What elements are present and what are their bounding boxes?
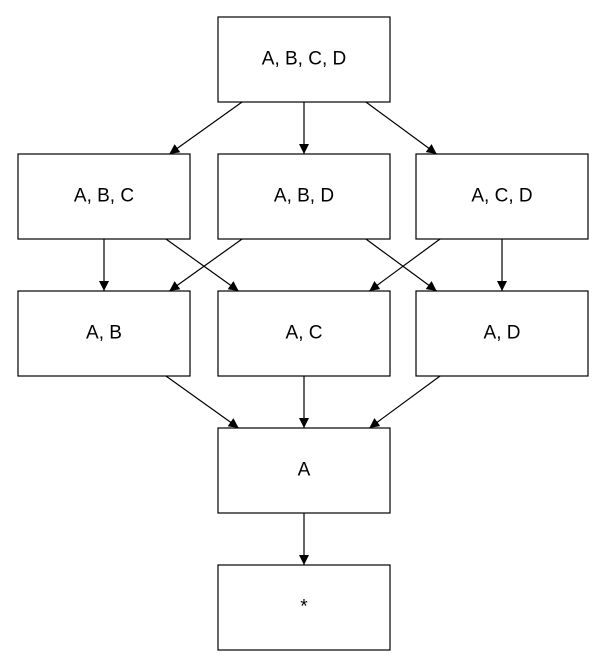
node-abc-label: A, B, C	[74, 186, 134, 207]
node-ab: A, B	[17, 290, 191, 377]
edge-ab-to-a	[165, 375, 239, 429]
node-abcd-box	[217, 16, 391, 103]
node-star-box	[217, 564, 391, 651]
edge-abcd-to-abc	[169, 101, 243, 155]
node-a-box	[217, 427, 391, 514]
edge-ad-to-a	[369, 375, 441, 429]
node-ad: A, D	[415, 290, 589, 377]
nodes-layer: A, B, C, D A, B, C A, B, D A, C, D A, B …	[17, 16, 589, 651]
node-acd-box	[415, 153, 589, 240]
node-abd-box	[217, 153, 391, 240]
node-abc: A, B, C	[17, 153, 191, 240]
edge-abd-to-ab	[169, 238, 243, 292]
node-abcd-label: A, B, C, D	[262, 49, 346, 70]
edge-acd-to-ac	[369, 238, 441, 292]
node-abd-label: A, B, D	[274, 186, 334, 207]
node-ac-label: A, C	[286, 323, 323, 344]
edge-abc-to-ac	[165, 238, 239, 292]
node-ab-label: A, B	[86, 323, 122, 344]
edge-abcd-to-acd	[365, 101, 437, 155]
edge-abd-to-ad	[365, 238, 437, 292]
node-ad-label: A, D	[484, 323, 521, 344]
node-abd: A, B, D	[217, 153, 391, 240]
node-a-label: A	[298, 460, 311, 481]
node-abc-box	[17, 153, 191, 240]
node-ab-box	[17, 290, 191, 377]
node-ac: A, C	[217, 290, 391, 377]
node-star: *	[217, 564, 391, 651]
node-a: A	[217, 427, 391, 514]
node-acd-label: A, C, D	[471, 186, 532, 207]
edges-layer	[99, 101, 507, 565]
node-acd: A, C, D	[415, 153, 589, 240]
node-ad-box	[415, 290, 589, 377]
node-abcd: A, B, C, D	[217, 16, 391, 103]
node-star-label: *	[300, 597, 308, 618]
node-ac-box	[217, 290, 391, 377]
